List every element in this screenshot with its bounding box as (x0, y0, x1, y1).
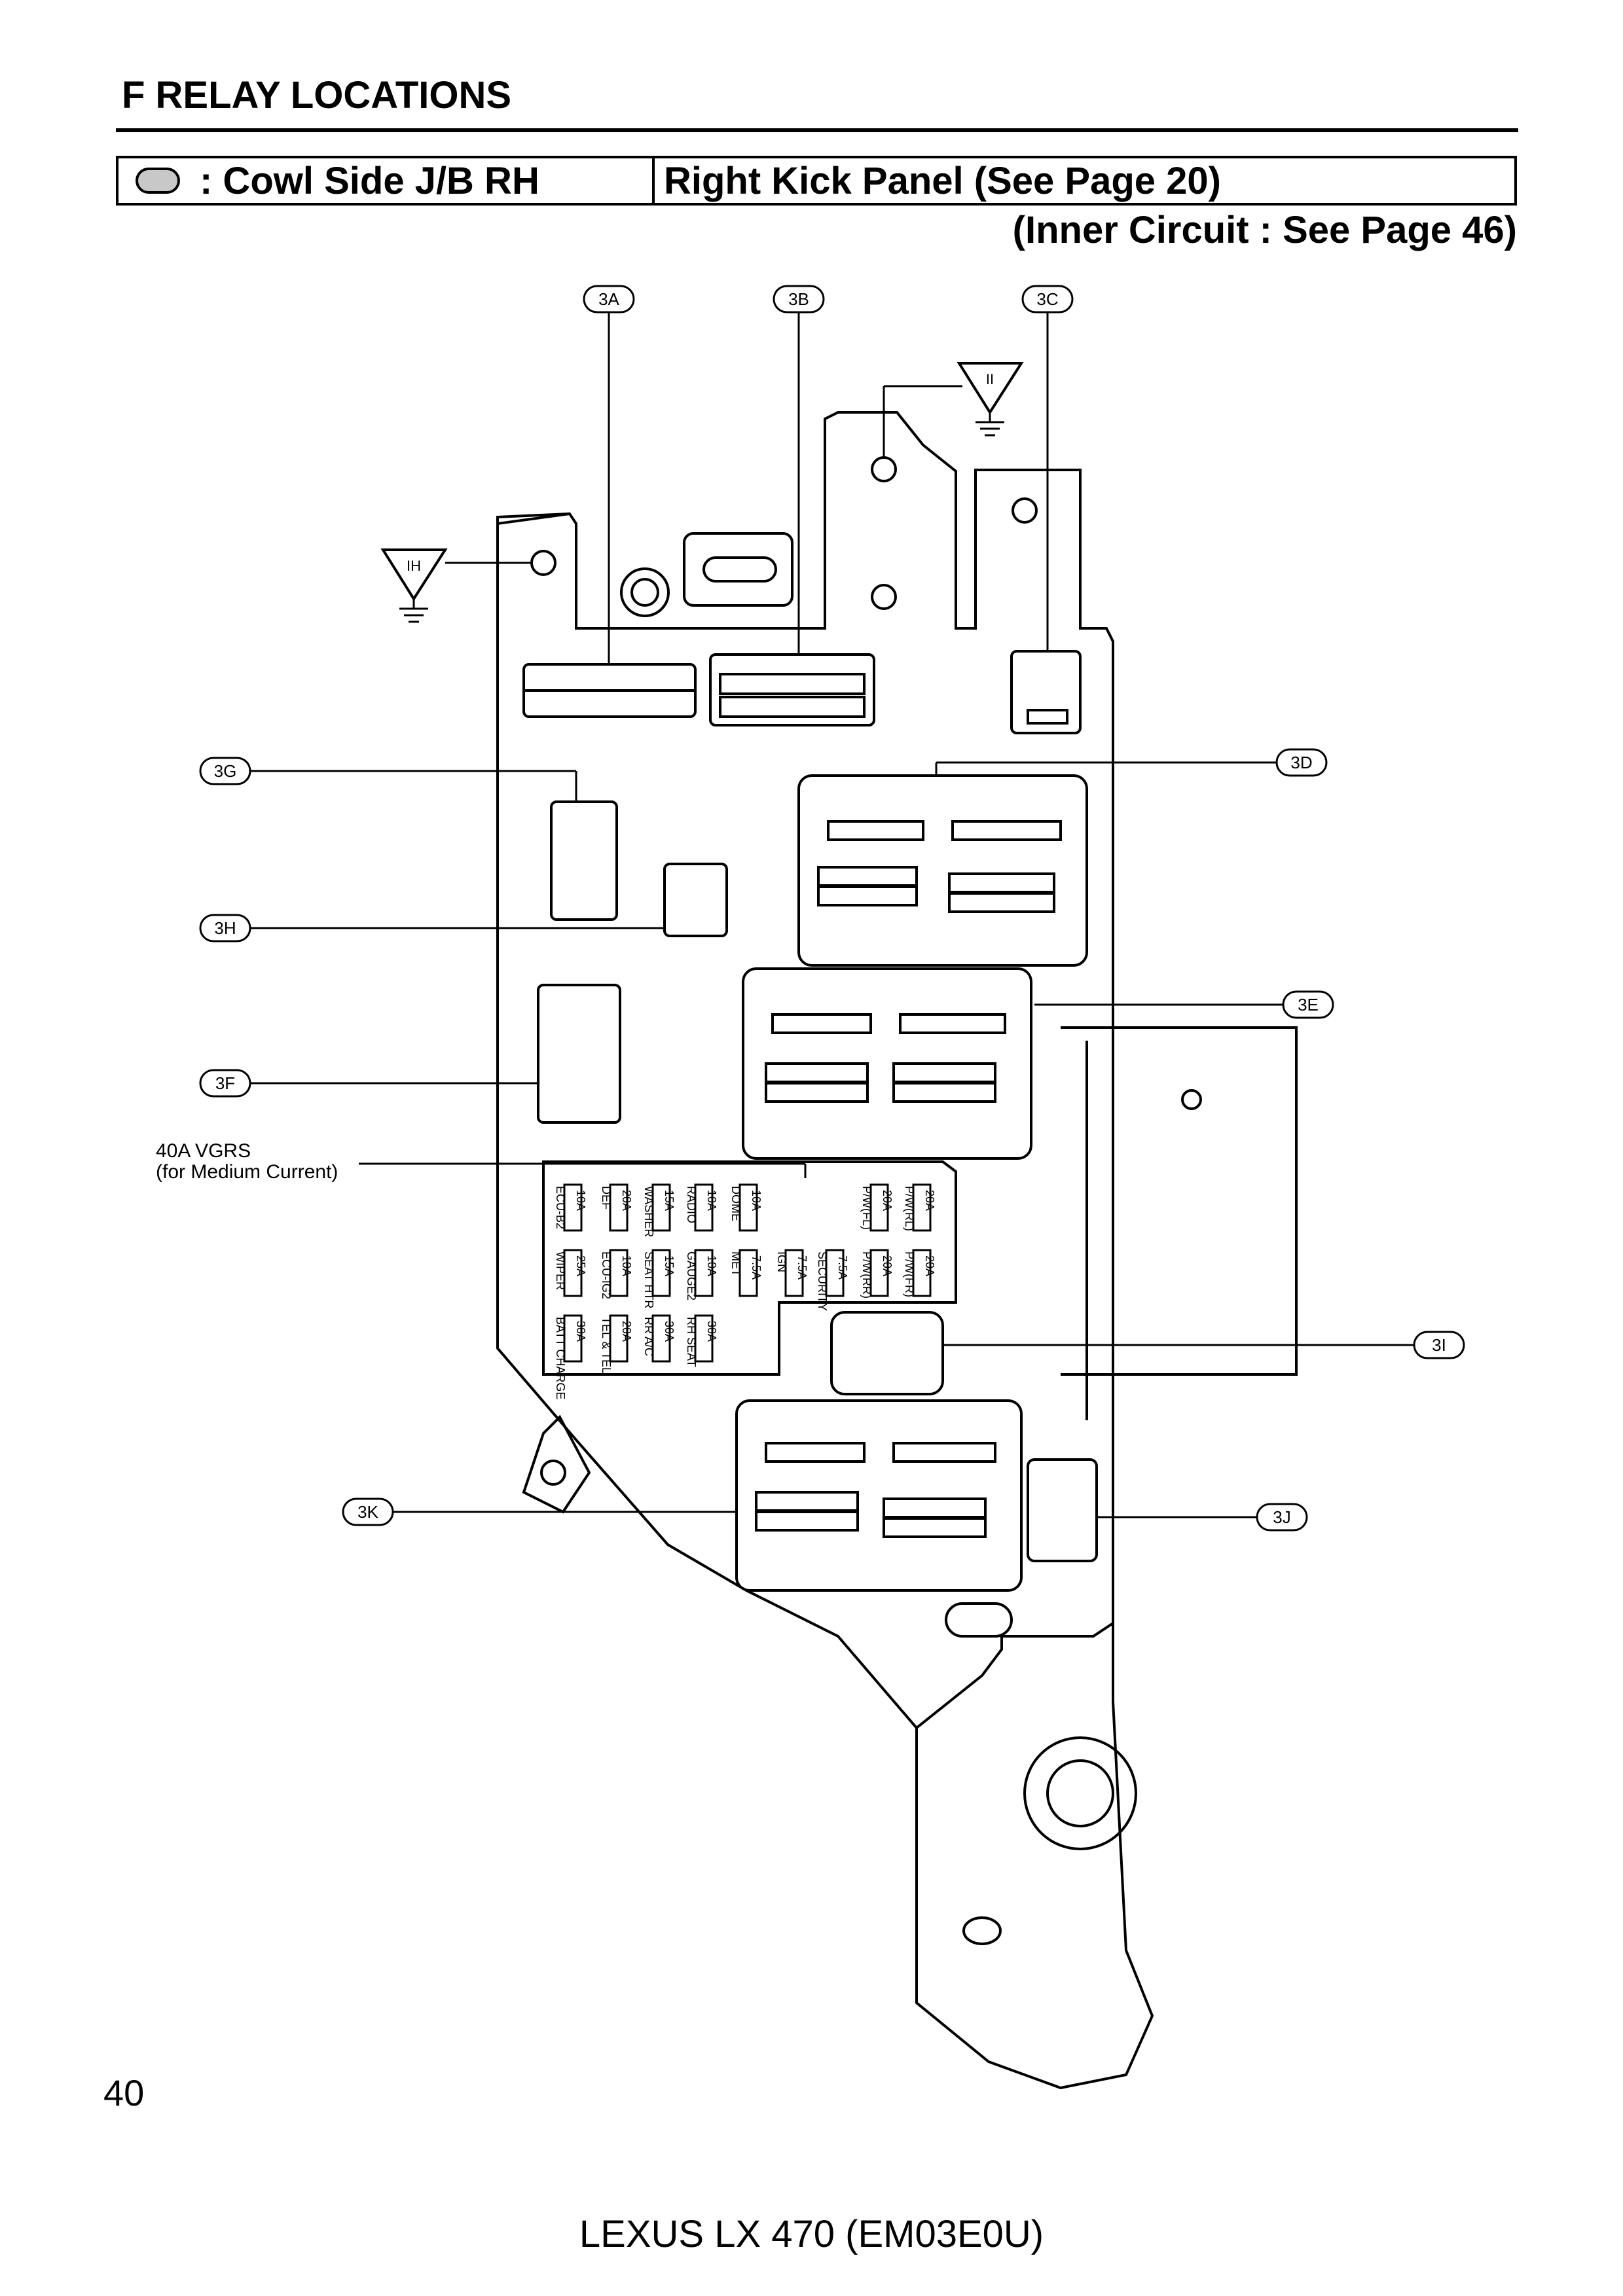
vgrs-note-line1: 40A VGRS (156, 1140, 251, 1162)
fuse-name: GAUGE2 (685, 1251, 698, 1300)
fuse-body (912, 1183, 932, 1232)
fuse-body (694, 1249, 714, 1297)
fuse-amperage: 10A (620, 1255, 633, 1276)
header-location-cell: : Cowl Side J/B RH (119, 158, 655, 203)
fuse-amperage: 15A (663, 1255, 676, 1276)
fuse-name: MET (729, 1251, 742, 1276)
connector-label-3j: 3J (1273, 1507, 1290, 1527)
fuse-body (912, 1249, 932, 1297)
fuse-amperage: 7.5A (836, 1255, 849, 1280)
fuse-amperage: 20A (620, 1190, 633, 1211)
fuse-name: WIPER (554, 1251, 567, 1290)
fuse-name: RADIO (685, 1186, 698, 1223)
fuse-amperage: 10A (750, 1190, 763, 1211)
fuse-body (651, 1183, 671, 1232)
fuse-amperage: 20A (881, 1255, 894, 1276)
connector-label-3k: 3K (357, 1502, 378, 1522)
fuse-amperage: 30A (705, 1321, 718, 1342)
fuse-body (825, 1249, 845, 1297)
fuse-body (651, 1249, 671, 1297)
fuse-name: RR A/C (642, 1317, 655, 1356)
fuse-name: ECU-B2 (554, 1186, 567, 1229)
fuse-body (563, 1314, 583, 1363)
fuse-name: P/W(RR) (860, 1251, 873, 1299)
fuse-body (563, 1183, 583, 1232)
fuse-name: DEF (600, 1186, 613, 1210)
junction-block-symbol-icon (136, 168, 180, 194)
fuse-amperage: 10A (574, 1190, 587, 1211)
fuse-name: P/W(FR) (903, 1251, 916, 1297)
fuse-body (869, 1249, 889, 1297)
page-number: 40 (103, 2072, 145, 2113)
fuse-amperage: 10A (705, 1255, 718, 1276)
fuse-name: P/W(RL) (903, 1186, 916, 1231)
fuse-body (694, 1314, 714, 1363)
fuse-name: WASHER (642, 1186, 655, 1237)
title-rule (116, 128, 1518, 132)
fuse-amperage: 20A (881, 1190, 894, 1211)
connector-label-3i: 3I (1432, 1335, 1446, 1355)
fuse-name: RH SEAT (685, 1317, 698, 1367)
fuse-amperage: 30A (574, 1321, 587, 1342)
fuse-name: SECURITY (816, 1251, 829, 1311)
fuse-body (563, 1249, 583, 1297)
connector-label-3e: 3E (1298, 995, 1319, 1014)
fuse-amperage: 30A (663, 1321, 676, 1342)
fuse-amperage: 20A (620, 1321, 633, 1342)
fuse-body (784, 1249, 804, 1297)
fuse-body (739, 1183, 758, 1232)
fuse-amperage: 10A (705, 1190, 718, 1211)
fuse-amperage: 25A (574, 1255, 587, 1276)
fuse-name: SEAT HTR (642, 1251, 655, 1308)
connector-label-3h: 3H (214, 918, 236, 938)
inner-circuit-reference: (Inner Circuit : See Page 46) (1012, 209, 1517, 251)
connector-label-3f: 3F (215, 1073, 235, 1093)
fuse-amperage: 7.5A (750, 1255, 763, 1280)
fuse-amperage: 15A (663, 1190, 676, 1211)
fuse-group: 10A ECU-B2 20A DEF 15A WASHER 10A RADIO 10A DOME 2… (554, 1183, 936, 1399)
connector-label-3b: 3B (788, 289, 809, 309)
header-table: : Cowl Side J/B RH Right Kick Panel (See… (116, 156, 1517, 206)
header-reference-cell: Right Kick Panel (See Page 20) (664, 159, 1221, 202)
ground-label-ih: IH (407, 558, 421, 574)
fuse-body (609, 1314, 629, 1363)
footer-model: LEXUS LX 470 (EM03E0U) (579, 2213, 1044, 2255)
vgrs-note-line2: (for Medium Current) (156, 1161, 338, 1183)
fuse-name: DOME (729, 1186, 742, 1221)
fuse-body (869, 1183, 889, 1232)
fuse-amperage: 20A (923, 1190, 936, 1211)
fuse-body (609, 1183, 629, 1232)
fuse-body (694, 1183, 714, 1232)
fuse-name: ECU-IG2 (600, 1251, 613, 1299)
fuse-body (739, 1249, 758, 1297)
ground-label-ii: II (986, 371, 994, 387)
fuse-name: P/W(FL) (860, 1186, 873, 1230)
fuse-name: IGN (775, 1251, 788, 1272)
fuse-body (651, 1314, 671, 1363)
junction-block-name: : Cowl Side J/B RH (200, 159, 539, 202)
connector-label-3d: 3D (1290, 753, 1312, 772)
connector-label-3g: 3G (214, 761, 237, 781)
fuse-amperage: 20A (923, 1255, 936, 1276)
page-title: F RELAY LOCATIONS (122, 74, 512, 117)
connector-label-3a: 3A (598, 289, 619, 309)
fuse-body (609, 1249, 629, 1297)
fuse-name: TEL & TEL (600, 1317, 613, 1374)
connector-label-3c: 3C (1036, 289, 1058, 309)
fuse-name: BATT CHARGE (554, 1317, 567, 1399)
fuse-amperage: 7.5A (795, 1255, 809, 1280)
